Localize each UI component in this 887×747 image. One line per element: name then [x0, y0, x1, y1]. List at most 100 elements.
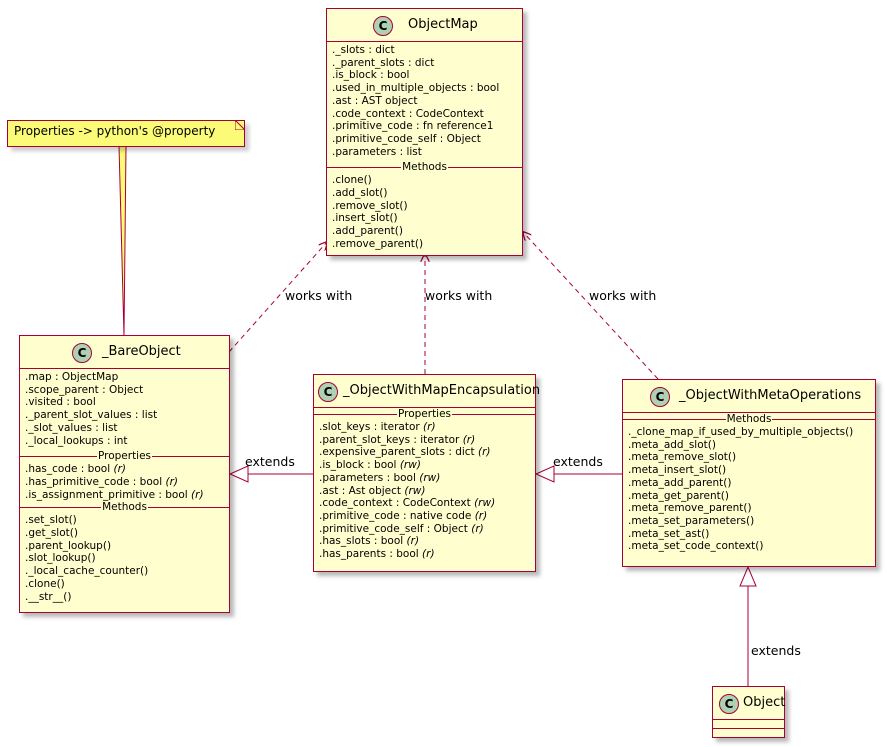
extends-label: extends	[553, 454, 603, 469]
property-access-flag: (rw)	[399, 459, 421, 472]
section-divider: Methods	[623, 414, 875, 425]
class-name: Object	[743, 695, 786, 710]
property: .ast : Ast object (rw)	[314, 485, 535, 498]
extends-label: extends	[751, 643, 801, 658]
method: .insert_slot()	[332, 212, 398, 225]
class-objectwithmetaoperations[interactable]: C _ObjectWithMetaOperations Methods ._cl…	[622, 379, 876, 567]
property-access-flag: (r)	[406, 535, 420, 548]
inheritance-arrowhead	[228, 465, 249, 483]
property-access-flag: (r)	[423, 421, 436, 433]
section-divider: Methods	[20, 502, 229, 513]
properties-section: Properties .has_code : bool (r) .has_pri…	[20, 451, 229, 501]
class-name: _BareObject	[102, 344, 181, 359]
class-header: C ObjectMap	[327, 9, 522, 41]
property-name: .has_slots : bool	[319, 535, 404, 548]
empty-method-section	[713, 728, 784, 737]
works-with-label: works with	[425, 288, 493, 303]
property-name: .code_context : CodeContext	[319, 497, 471, 510]
method: .add_parent()	[332, 225, 403, 238]
property: .primitive_code_self : Object (r)	[314, 523, 535, 536]
class-object[interactable]: C Object	[712, 686, 785, 738]
extends-label: extends	[245, 454, 295, 469]
methods-section: Methods ._clone_map_if_used_by_multiple_…	[623, 412, 875, 553]
property-access-flag: (r)	[165, 475, 178, 488]
class-objectmap[interactable]: C ObjectMap ._slots : dict ._parent_slot…	[326, 8, 523, 256]
method: .parent_lookup()	[25, 539, 112, 552]
attribute: .is_block : bool	[332, 69, 410, 82]
class-stereotype-icon: C	[373, 16, 393, 36]
property: .parameters : bool (rw)	[314, 472, 535, 485]
class-bareobject[interactable]: C _BareObject .map : ObjectMap .scope_pa…	[19, 335, 230, 613]
property-access-flag: (rw)	[419, 471, 441, 484]
methods-label: Methods	[102, 501, 147, 514]
property: .has_primitive_code : bool (r)	[20, 476, 229, 489]
property-name: .parent_slot_keys : iterator	[319, 433, 460, 446]
note-fold-corner	[235, 120, 245, 130]
method: .meta_insert_slot()	[628, 464, 727, 477]
class-header: C _ObjectWithMapEncapsulation	[314, 375, 540, 407]
property-access-flag: (r)	[422, 548, 435, 561]
property-name: .slot_keys : iterator	[319, 421, 420, 433]
empty-attribute-section	[713, 719, 784, 728]
attribute: .visited : bool	[25, 396, 96, 409]
property-access-flag: (r)	[462, 433, 476, 446]
section-divider: Properties	[314, 409, 535, 420]
class-stereotype-icon: C	[650, 387, 670, 407]
property: .parent_slot_keys : iterator (r)	[314, 434, 535, 447]
property: .has_code : bool (r)	[20, 463, 229, 476]
method: .remove_parent()	[332, 237, 424, 250]
property-name: .is_block : bool	[319, 459, 397, 472]
property-note: Properties -> python's @property	[7, 120, 245, 147]
property-name: .has_code : bool	[25, 463, 111, 476]
property: .code_context : CodeContext (rw)	[314, 497, 535, 510]
property-name: .primitive_code_self : Object	[319, 522, 468, 535]
method: .remove_slot()	[332, 199, 408, 212]
attribute: .parameters : list	[332, 145, 422, 158]
method: .meta_set_parameters()	[628, 514, 755, 527]
property-name: .expensive_parent_slots : dict	[319, 446, 475, 459]
property-name: .primitive_code : native code	[319, 509, 472, 522]
method: .get_slot()	[25, 527, 78, 540]
method: .meta_remove_parent()	[628, 502, 752, 515]
property-access-flag: (rw)	[404, 484, 426, 497]
class-header: C _ObjectWithMetaOperations	[623, 380, 875, 412]
property-access-flag: (r)	[478, 446, 491, 459]
attribute-section: .map : ObjectMap .scope_parent : Object …	[20, 368, 229, 450]
method: .slot_lookup()	[25, 552, 96, 565]
property-name: .ast : Ast object	[319, 484, 402, 497]
class-header: C _BareObject	[20, 336, 229, 368]
method: .clone()	[332, 174, 372, 187]
property-access-flag: (r)	[113, 463, 126, 476]
attribute: .scope_parent : Object	[25, 383, 144, 396]
note-connector	[118, 145, 127, 337]
method: .meta_add_slot()	[628, 438, 716, 451]
attribute: .map : ObjectMap	[25, 371, 119, 383]
properties-label: Properties	[97, 450, 152, 463]
method: .meta_set_ast()	[628, 527, 710, 540]
property: .primitive_code : native code (r)	[314, 510, 535, 523]
property-access-flag: (r)	[474, 509, 488, 522]
class-objectwithmapencapsulation[interactable]: C _ObjectWithMapEncapsulation Properties…	[313, 374, 540, 572]
methods-section: Methods .set_slot() .get_slot() .parent_…	[20, 502, 229, 603]
class-name: _ObjectWithMapEncapsulation	[343, 383, 541, 398]
methods-section: Methods .clone() .add_slot() .remove_slo…	[327, 162, 522, 250]
class-stereotype-icon: C	[318, 382, 338, 402]
method: .meta_remove_slot()	[628, 451, 737, 464]
attribute: ._local_lookups : int	[25, 434, 128, 447]
attribute: .primitive_code_self : Object	[332, 132, 481, 145]
attribute: .code_context : CodeContext	[332, 107, 484, 120]
property-name: .is_assignment_primitive : bool	[25, 488, 188, 501]
inheritance-arrowhead	[739, 565, 757, 587]
works-with-label: works with	[285, 288, 353, 303]
works-with-label: works with	[589, 288, 657, 303]
property-name: .has_parents : bool	[319, 548, 419, 561]
property: .has_slots : bool (r)	[314, 535, 535, 548]
method: .meta_add_parent()	[628, 476, 732, 489]
property: .expensive_parent_slots : dict (r)	[314, 446, 535, 459]
property-access-flag: (r)	[191, 488, 204, 501]
class-header: C Object	[713, 687, 786, 719]
property: .is_block : bool (rw)	[314, 459, 535, 472]
properties-section: Properties .slot_keys : iterator (r) .pa…	[314, 407, 535, 561]
dependency-metaops-objectmap	[523, 232, 659, 380]
